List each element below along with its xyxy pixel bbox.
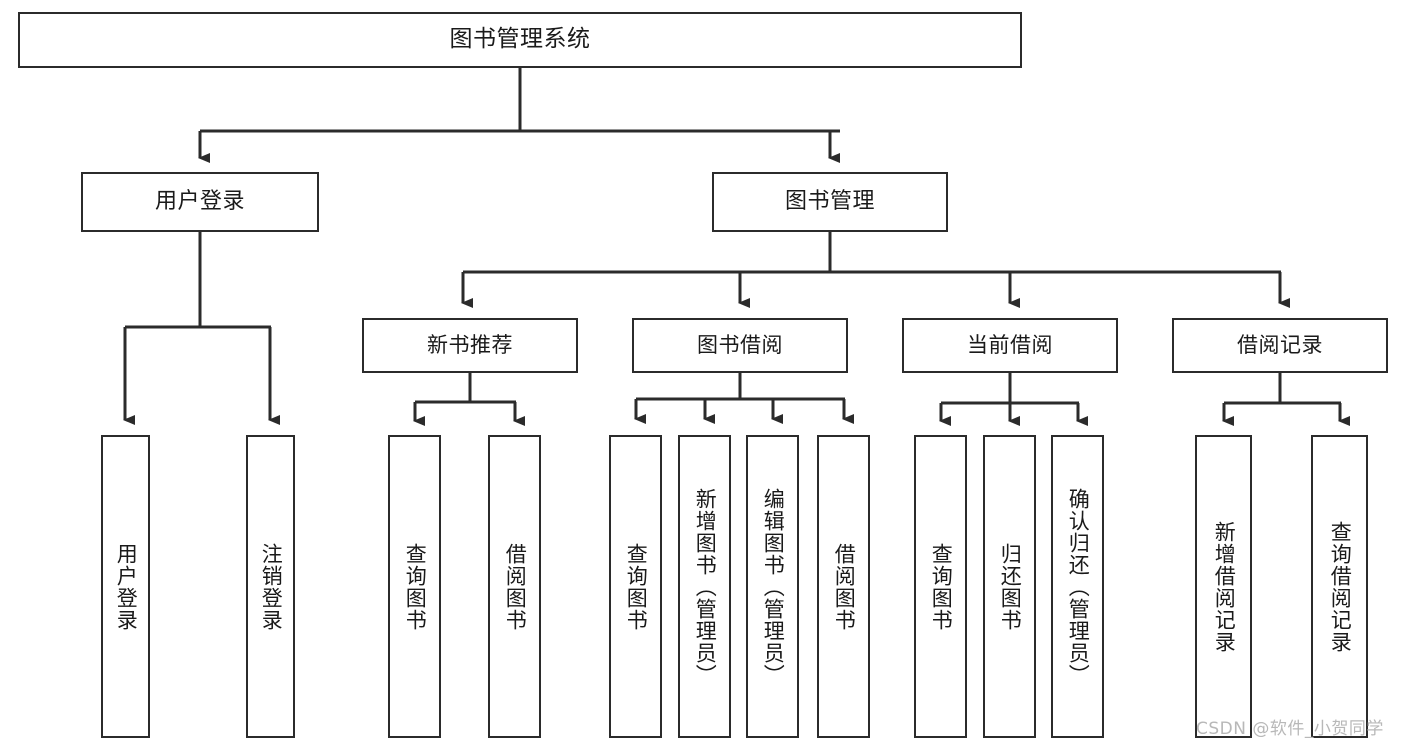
node-label: 新增图书（管理员） — [693, 487, 718, 686]
node-leaf-borrow-book-2[interactable]: 借阅图书 — [817, 435, 870, 738]
node-leaf-user-login[interactable]: 用户登录 — [101, 435, 150, 738]
node-label: 用户登录 — [114, 542, 139, 631]
node-label: 借阅记录 — [1237, 333, 1323, 358]
node-label: 归还图书 — [998, 542, 1023, 631]
node-label: 图书管理 — [784, 189, 875, 215]
node-root-book-management-system[interactable]: 图书管理系统 — [18, 12, 1022, 68]
node-leaf-logout[interactable]: 注销登录 — [246, 435, 295, 738]
node-user-login[interactable]: 用户登录 — [81, 172, 319, 232]
node-label: 新书推荐 — [427, 333, 513, 358]
node-label: 图书借阅 — [697, 333, 783, 358]
node-label: 编辑图书（管理员） — [761, 487, 786, 686]
node-borrow-record[interactable]: 借阅记录 — [1172, 318, 1388, 373]
node-label: 查询借阅记录 — [1328, 520, 1353, 653]
node-leaf-query-book-2[interactable]: 查询图书 — [609, 435, 662, 738]
node-label: 确认归还（管理员） — [1066, 487, 1091, 686]
node-current-borrow[interactable]: 当前借阅 — [902, 318, 1118, 373]
node-leaf-query-record[interactable]: 查询借阅记录 — [1311, 435, 1368, 738]
node-leaf-add-record[interactable]: 新增借阅记录 — [1195, 435, 1252, 738]
node-leaf-return-book[interactable]: 归还图书 — [983, 435, 1036, 738]
node-label: 借阅图书 — [832, 542, 857, 631]
node-label: 查询图书 — [929, 542, 954, 631]
node-new-book-recommend[interactable]: 新书推荐 — [362, 318, 578, 373]
node-label: 注销登录 — [259, 542, 284, 631]
node-label: 查询图书 — [403, 542, 428, 631]
node-leaf-borrow-book-1[interactable]: 借阅图书 — [488, 435, 541, 738]
node-label: 图书管理系统 — [449, 26, 591, 53]
node-leaf-edit-book[interactable]: 编辑图书（管理员） — [746, 435, 799, 738]
node-label: 用户登录 — [154, 189, 245, 215]
node-label: 借阅图书 — [503, 542, 528, 631]
node-label: 当前借阅 — [967, 333, 1053, 358]
node-leaf-query-book-1[interactable]: 查询图书 — [388, 435, 441, 738]
node-book-borrow[interactable]: 图书借阅 — [632, 318, 848, 373]
node-label: 查询图书 — [624, 542, 649, 631]
node-leaf-confirm-return[interactable]: 确认归还（管理员） — [1051, 435, 1104, 738]
node-label: 新增借阅记录 — [1212, 520, 1237, 653]
node-leaf-add-book[interactable]: 新增图书（管理员） — [678, 435, 731, 738]
node-book-management[interactable]: 图书管理 — [712, 172, 948, 232]
node-leaf-query-book-3[interactable]: 查询图书 — [914, 435, 967, 738]
